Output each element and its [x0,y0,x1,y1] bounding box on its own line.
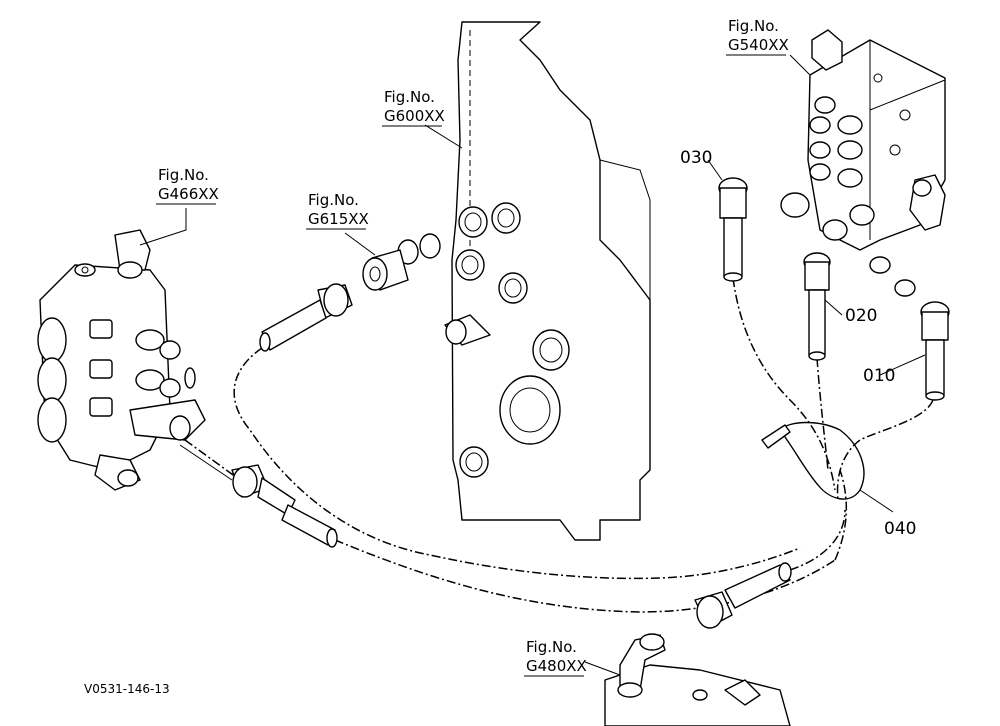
fig-label: Fig.No. [158,166,209,184]
figure-ref-g600: Fig.No. G600XX [382,88,445,127]
case-plug [444,314,491,346]
case-port [455,202,570,478]
hose-020 [803,252,831,361]
fig-label: Fig.No. [526,638,577,656]
fig-number: G480XX [526,657,587,675]
drawing-code: V0531-146-13 [84,682,170,696]
part-number-040: 040 [884,519,916,539]
leader-lines [139,54,926,676]
valve-fittings [780,96,946,297]
figure-ref-g480: Fig.No. G480XX [524,638,587,677]
hose-030 [718,177,748,282]
control-valve-left [37,229,206,491]
part-number-030: 030 [680,148,712,168]
fig-number: G466XX [158,185,219,203]
figure-ref-g540: Fig.No. G540XX [726,17,789,56]
fig-number: G600XX [384,107,445,125]
part-number-020: 020 [845,306,877,326]
figure-ref-g466: Fig.No. G466XX [156,166,219,205]
hose-end-bottom [694,562,792,629]
valve-block-right [780,29,946,297]
part-number-010: 010 [863,366,895,386]
fitting-g615 [362,233,441,291]
valve-bottom [604,633,791,726]
transmission-case [444,21,651,541]
hose-end-lower-left [231,464,338,548]
hose-010 [920,301,950,401]
fig-label: Fig.No. [728,17,779,35]
fig-label: Fig.No. [384,88,435,106]
fig-label: Fig.No. [308,191,359,209]
hose-end-upper-left [259,283,353,352]
fig-number: G540XX [728,36,789,54]
figure-ref-g615: Fig.No. G615XX [306,191,369,230]
hose-lines [184,277,934,613]
fig-number: G615XX [308,210,369,228]
